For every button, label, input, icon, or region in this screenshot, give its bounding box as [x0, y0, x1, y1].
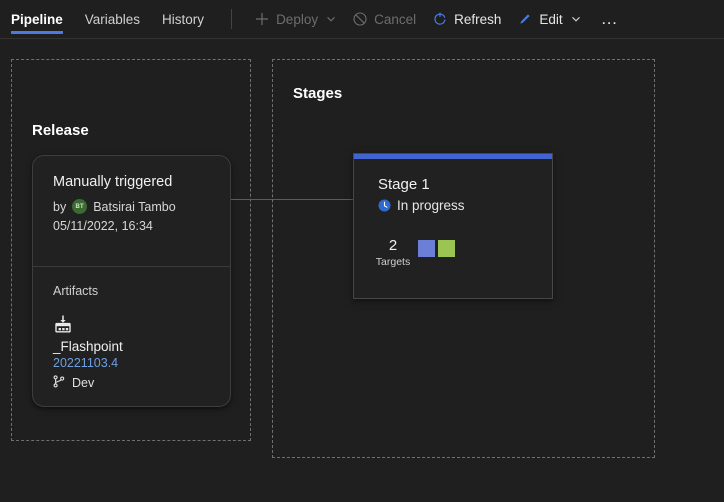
toolbar: Pipeline Variables History Deploy — [0, 0, 724, 39]
edit-label: Edit — [539, 11, 563, 27]
deploy-label: Deploy — [276, 11, 319, 27]
stage-status-label: In progress — [397, 198, 465, 213]
tab-variables-label: Variables — [84, 11, 141, 27]
release-card-divider — [33, 266, 230, 267]
stage-status-row: In progress — [378, 198, 552, 213]
toolbar-actions: Deploy Cancel Refresh — [246, 0, 625, 39]
target-swatches — [418, 237, 455, 257]
refresh-icon — [432, 11, 448, 27]
artifact-name: _Flashpoint — [53, 339, 123, 354]
artifact-version-link[interactable]: 20221103.4 — [53, 356, 119, 370]
release-card[interactable]: Manually triggered by BT Batsirai Tambo … — [32, 155, 231, 407]
build-artifact-icon — [53, 314, 73, 334]
release-trigger-title: Manually triggered — [53, 174, 173, 190]
tab-variables[interactable]: Variables — [74, 0, 151, 39]
toolbar-divider — [231, 9, 233, 29]
pipeline-canvas: Release Manually triggered by BT Batsira… — [0, 39, 724, 502]
tab-pipeline[interactable]: Pipeline — [11, 0, 74, 39]
by-prefix-label: by — [53, 199, 67, 214]
chevron-down-icon — [571, 14, 581, 24]
git-branch-icon — [53, 375, 65, 391]
tab-bar: Pipeline Variables History — [0, 0, 215, 39]
tab-history[interactable]: History — [151, 0, 215, 39]
author-name: Batsirai Tambo — [93, 199, 176, 214]
cancel-icon — [352, 11, 368, 27]
more-options-button[interactable]: … — [600, 9, 619, 28]
release-card-header: Manually triggered by BT Batsirai Tambo … — [33, 156, 230, 233]
targets-count: 2 — [388, 237, 398, 254]
target-swatch-2[interactable] — [438, 240, 455, 257]
cancel-button[interactable]: Cancel — [344, 4, 424, 34]
tab-history-label: History — [162, 11, 205, 27]
branch-name: Dev — [72, 376, 95, 390]
deploy-button[interactable]: Deploy — [246, 4, 344, 34]
stage-card-body: Stage 1 In progress 2 Targets — [354, 159, 552, 268]
target-swatch-1[interactable] — [418, 240, 435, 257]
release-card-body: Artifacts _Flashpoint 20221103.4 — [33, 267, 230, 391]
refresh-button[interactable]: Refresh — [424, 4, 509, 34]
avatar: BT — [72, 199, 88, 214]
plus-icon — [254, 11, 270, 27]
release-panel-title: Release — [32, 122, 89, 139]
stage-card[interactable]: Stage 1 In progress 2 Targets — [353, 153, 553, 299]
chevron-down-icon — [326, 14, 336, 24]
stage-accent-bar — [354, 154, 552, 159]
edit-pencil-icon — [517, 11, 533, 27]
tab-pipeline-label: Pipeline — [11, 11, 63, 27]
edit-button[interactable]: Edit — [509, 4, 588, 34]
release-panel — [11, 59, 251, 441]
in-progress-icon — [378, 199, 391, 212]
release-author-row: by BT Batsirai Tambo — [53, 199, 210, 214]
targets-label: Targets — [375, 256, 411, 268]
stage-connector-line — [231, 199, 353, 200]
refresh-label: Refresh — [454, 11, 502, 27]
stages-panel — [272, 59, 655, 458]
artifact-branch-row: Dev — [53, 375, 210, 391]
cancel-label: Cancel — [374, 11, 417, 27]
stage-targets: 2 Targets — [375, 237, 552, 268]
release-timestamp: 05/11/2022, 16:34 — [53, 219, 153, 233]
stages-panel-title: Stages — [293, 85, 343, 102]
targets-count-block: 2 Targets — [375, 237, 411, 268]
stage-name: Stage 1 — [378, 176, 430, 193]
artifacts-label: Artifacts — [53, 284, 99, 298]
